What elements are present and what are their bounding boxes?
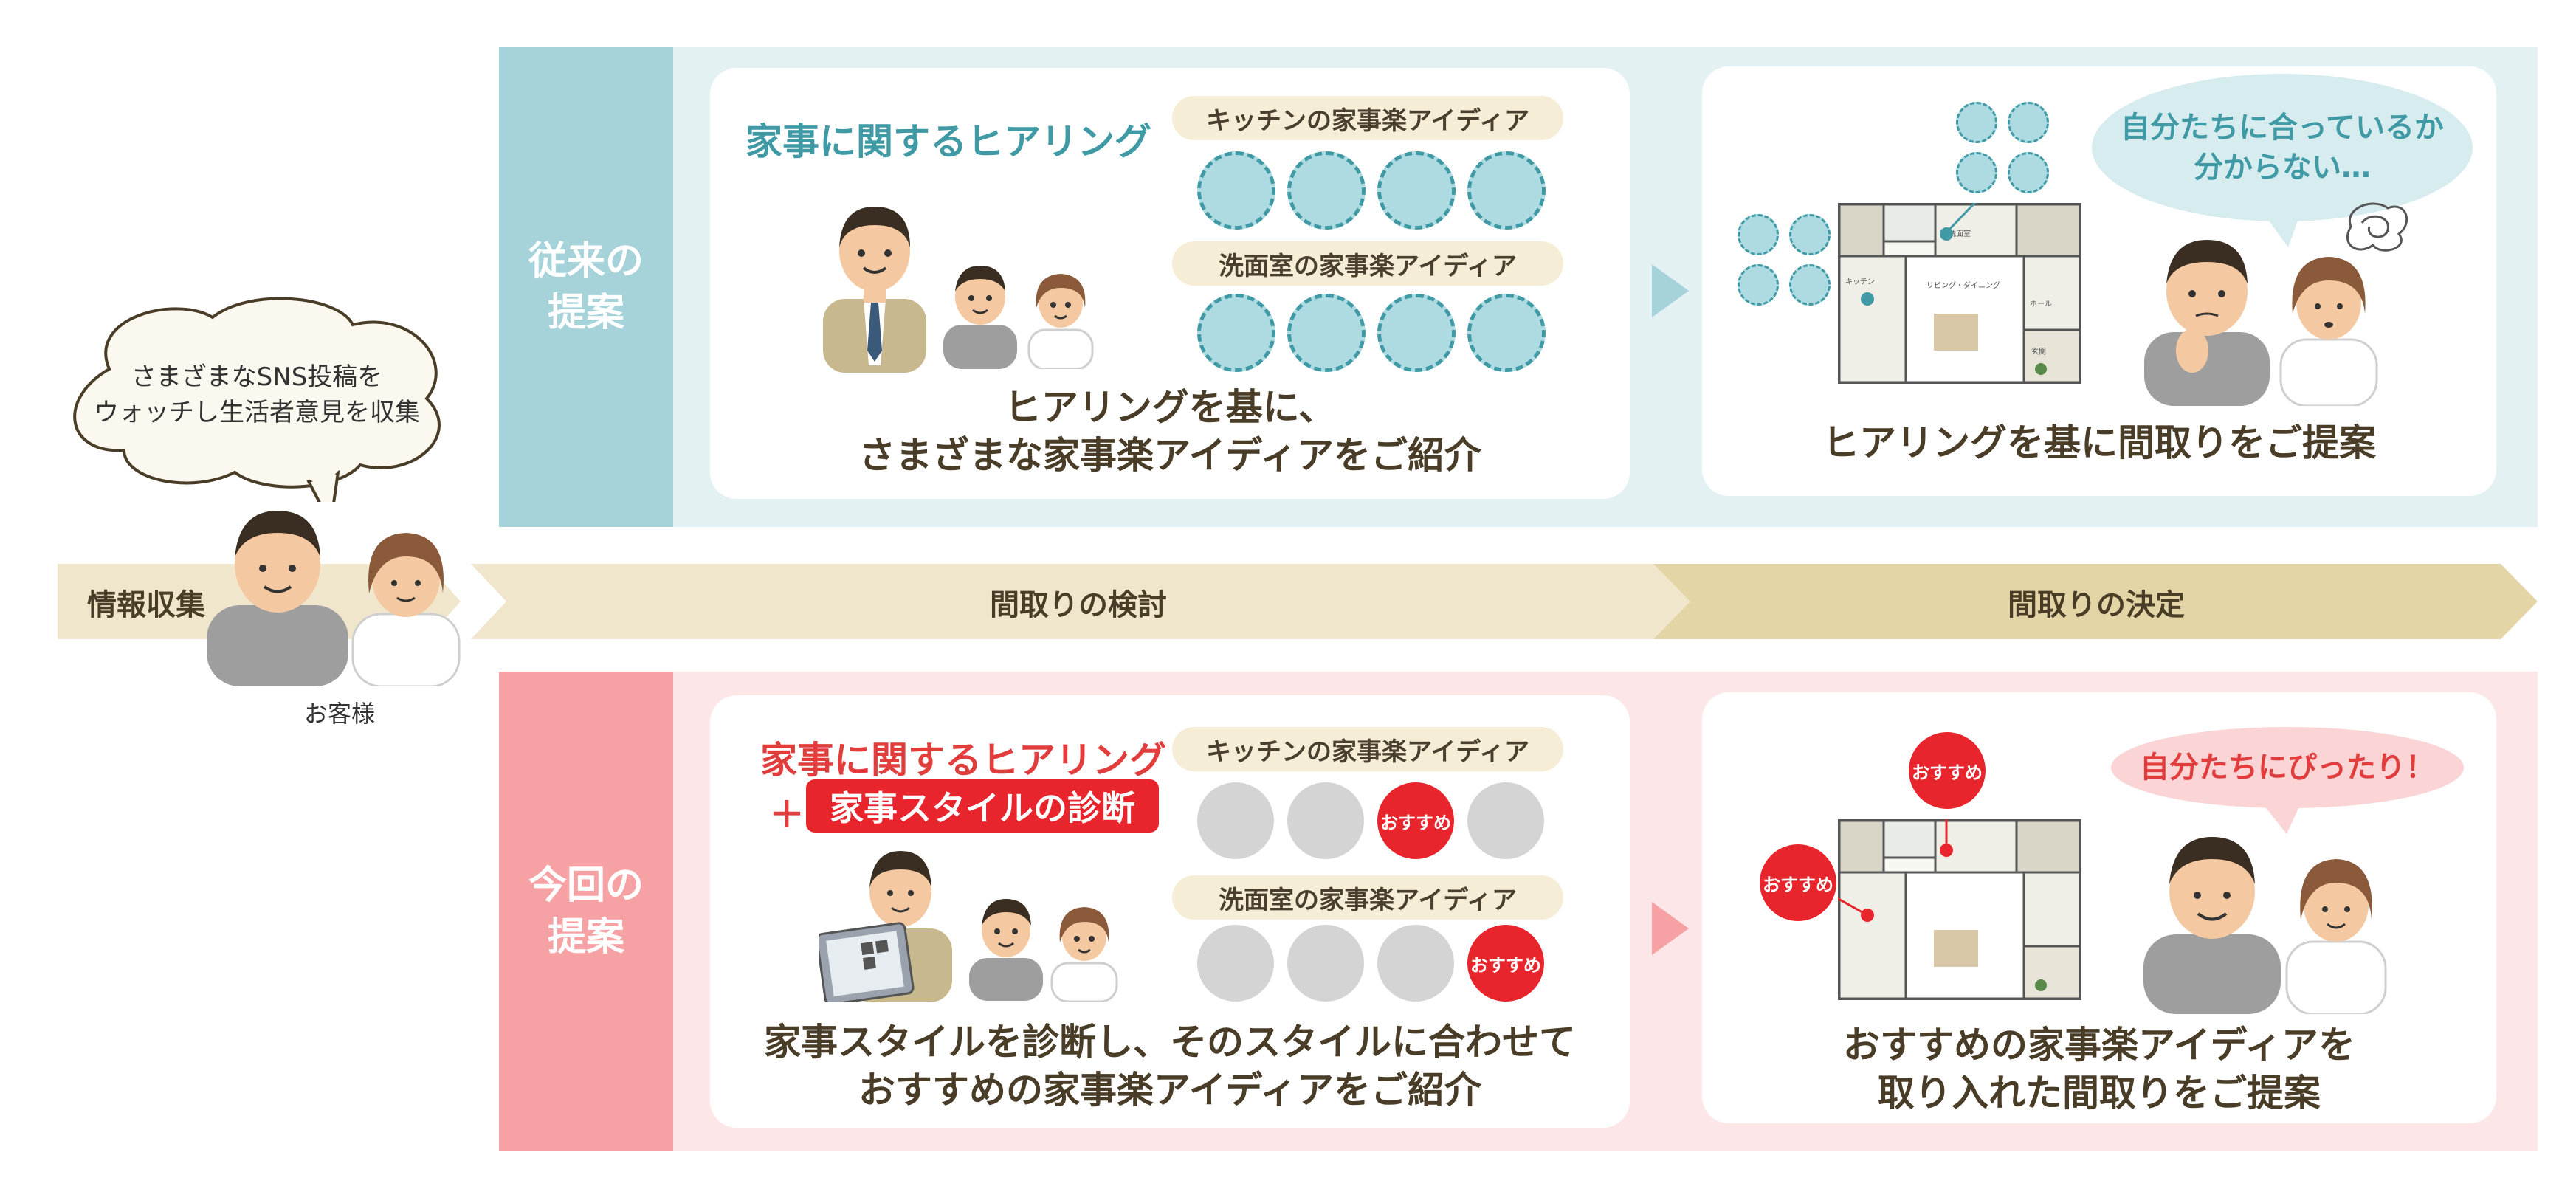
idea-dot (1738, 264, 1779, 306)
kitchen-idea-circle (1467, 151, 1546, 230)
floorplan-hall-label: ホール (2030, 300, 2052, 309)
kitchen-idea-circle (1467, 782, 1544, 859)
kitchen-idea-circle (1197, 782, 1274, 859)
plus-sign: ＋ (769, 794, 805, 835)
washroom-ideas-pill: 洗面室の家事楽アイディア (1172, 241, 1563, 286)
bottom-right-caption: おすすめの家事楽アイディアを 取り入れた間取りをご提案 (1843, 1024, 2355, 1114)
happy-wife-illustration (2285, 859, 2387, 1014)
idea-dot (1956, 152, 1997, 193)
wife-illustration (1050, 907, 1118, 1002)
recommended-badge: おすすめ (1760, 844, 1836, 921)
washroom-idea-circle (1287, 294, 1366, 372)
washroom-idea-circle (1287, 925, 1364, 1002)
washroom-idea-circle (1377, 925, 1454, 1002)
kitchen-idea-circle (1377, 151, 1456, 230)
idea-dot (2008, 152, 2049, 193)
recommended-idea-circle: おすすめ (1377, 782, 1454, 859)
worried-husband-illustration (2144, 240, 2270, 406)
floorplan-ldk-label: リビング・ダイニング (1926, 280, 2000, 290)
confused-scribble-icon (2346, 202, 2408, 252)
floorplan-washroom-label: 洗面室 (1949, 229, 1971, 238)
floorplan-top: リビング・ダイニング ホール 玄関 洗面室 キッチン (1838, 203, 2081, 384)
idea-dot (1738, 214, 1779, 255)
idea-dot (1789, 214, 1831, 255)
bottom-speech-bubble: 自分たちにぴったり！ (2111, 727, 2464, 808)
customer-label: お客様 (303, 700, 375, 728)
happy-husband-illustration (2143, 837, 2281, 1014)
stage-floorplan-decision: 間取りの決定 (2008, 588, 2185, 622)
speech-cloud-text: さまざまなSNS投稿を ウォッチし生活者意見を収集 (94, 362, 420, 427)
washroom-ideas-pill: 洗面室の家事楽アイディア (1172, 875, 1563, 920)
recommended-badge: おすすめ (1909, 732, 1986, 809)
recommended-idea-circle: おすすめ (1467, 925, 1544, 1002)
top-band-label: 従来の 提案 (499, 47, 673, 527)
idea-dot (1956, 102, 1997, 143)
diagnosis-badge: 家事スタイルの診断 (806, 779, 1159, 833)
kitchen-ideas-pill: キッチンの家事楽アイディア (1172, 96, 1563, 140)
speech-cloud (73, 297, 441, 502)
kitchen-idea-circle (1287, 782, 1364, 859)
floorplan-kitchen-label: キッチン (1845, 278, 1875, 286)
stage-floorplan-review: 間取りの検討 (990, 588, 1167, 622)
bubble-tail-icon (2259, 207, 2303, 247)
kitchen-idea-circle (1197, 151, 1275, 230)
hearing-title: 家事に関するヒアリング (745, 120, 1151, 163)
idea-dot (2008, 102, 2049, 143)
customer-wife-illustration (351, 533, 461, 686)
washroom-idea-circle (1467, 294, 1546, 372)
kitchen-idea-circle (1287, 151, 1366, 230)
bottom-arrow-icon (1652, 902, 1689, 955)
hearing-title-red: 家事に関するヒアリング (760, 739, 1166, 782)
idea-dot (1789, 264, 1831, 306)
washroom-idea-circle (1197, 294, 1275, 372)
customer-husband-illustration (207, 511, 348, 686)
top-speech-bubble: 自分たちに合っているか 分からない… (2092, 74, 2473, 221)
husband-illustration (943, 266, 1017, 369)
kitchen-ideas-pill: キッチンの家事楽アイディア (1172, 727, 1563, 771)
consultant-illustration (823, 207, 926, 373)
consultant-tablet-illustration (819, 851, 952, 1002)
top-right-caption: ヒアリングを基に間取りをご提案 (1822, 421, 2376, 464)
bubble-tail-icon (2259, 799, 2303, 834)
stage-info-collection: 情報収集 (87, 588, 205, 622)
wife-illustration (1027, 274, 1094, 369)
top-left-caption: ヒアリングを基に、 さまざまな家事楽アイディアをご紹介 (858, 386, 1481, 477)
worried-wife-illustration (2279, 257, 2378, 406)
washroom-idea-circle (1377, 294, 1456, 372)
bottom-band-label: 今回の 提案 (499, 672, 673, 1151)
washroom-idea-circle (1197, 925, 1274, 1002)
floorplan-bottom (1838, 819, 2081, 1000)
bottom-left-caption: 家事スタイルを診断し、そのスタイルに合わせて おすすめの家事楽アイディアをご紹介 (764, 1021, 1576, 1112)
flow-arrows (58, 564, 2538, 639)
top-arrow-icon (1652, 264, 1689, 317)
husband-illustration (969, 899, 1043, 1001)
floorplan-entrance-label: 玄関 (2031, 347, 2046, 356)
